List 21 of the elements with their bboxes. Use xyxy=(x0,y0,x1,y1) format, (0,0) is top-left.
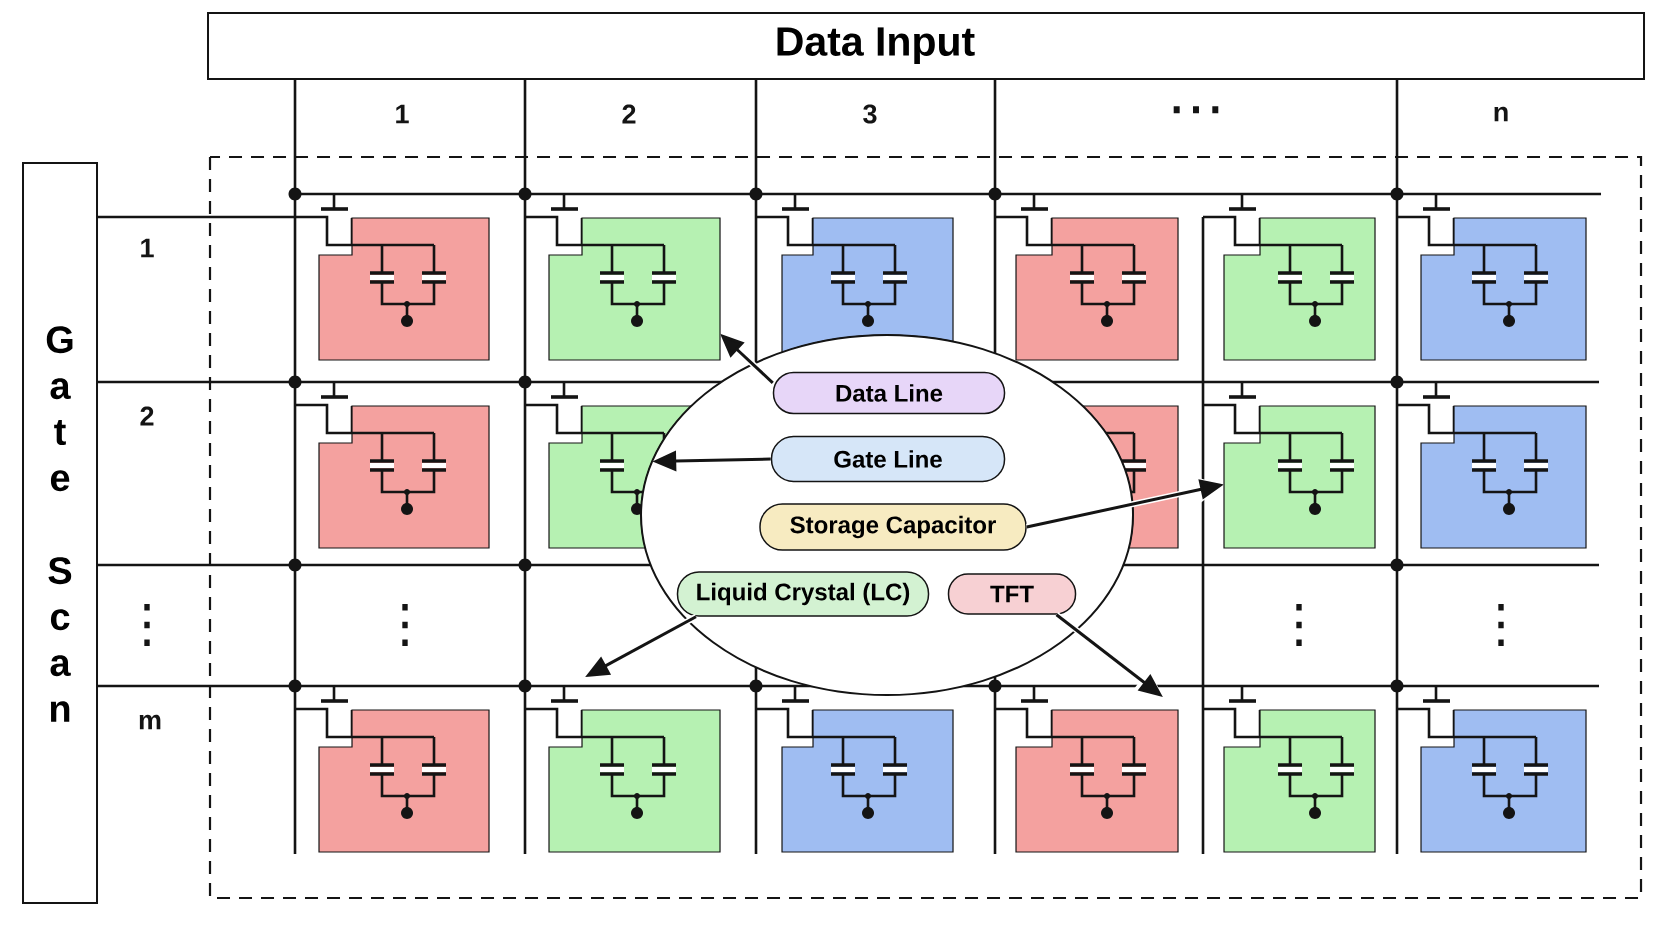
row-number: m xyxy=(139,714,161,730)
row-number: 1 xyxy=(141,238,154,258)
pixel-cell xyxy=(548,405,693,549)
column-number: 3 xyxy=(863,104,877,124)
side-box: Gate Scan xyxy=(22,162,98,904)
pixel-cell xyxy=(548,217,721,361)
column-number: 2 xyxy=(622,104,636,124)
row-number: 2 xyxy=(140,406,154,426)
header-box: Data Input xyxy=(207,12,1645,80)
pill-label: Gate Line xyxy=(770,435,1006,483)
column-number: n xyxy=(1494,106,1508,122)
pixel-cell xyxy=(1223,405,1376,549)
pill-label: Liquid Crystal (LC) xyxy=(676,571,930,617)
pill-label: Storage Capacitor xyxy=(759,503,1027,551)
ellipsis: ⋮ xyxy=(144,604,150,646)
ellipsis: ⋮ xyxy=(402,604,408,646)
pill-label: Data Line xyxy=(772,371,1006,415)
column-number: 1 xyxy=(396,104,409,124)
pill-label: TFT xyxy=(947,573,1077,615)
ellipsis: ⋮ xyxy=(1296,604,1302,646)
ellipsis: ⋮ xyxy=(1498,604,1504,646)
